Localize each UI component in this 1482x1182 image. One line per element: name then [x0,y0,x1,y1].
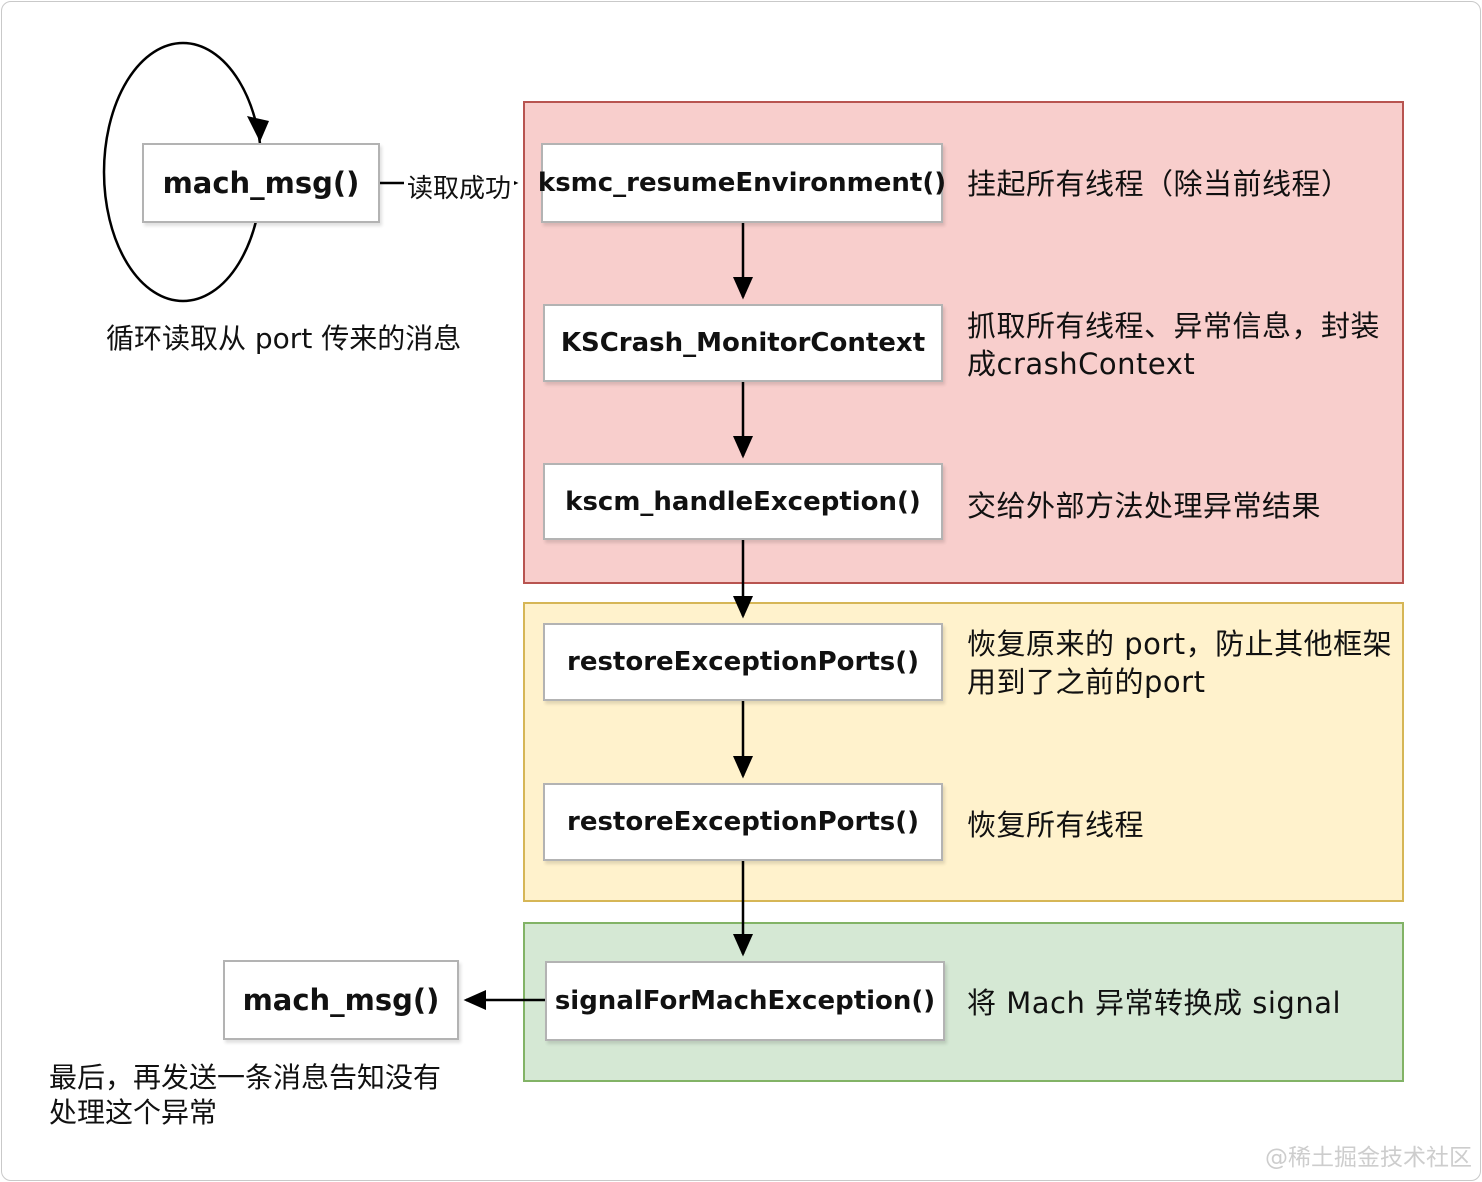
annotation-restore-ports: 恢复原来的 port，防止其他框架用到了之前的port [967,627,1393,699]
annotation-resume-threads: 恢复所有线程 [967,808,1145,842]
node-restore-exception-ports-1: restoreExceptionPorts() [543,623,943,701]
annotation-capture-context: 抓取所有线程、异常信息，封装成crashContext [967,309,1381,381]
annotation-convert-signal: 将 Mach 异常转换成 signal [967,986,1342,1020]
node-kscrash-monitor-context: KSCrash_MonitorContext [543,304,943,382]
node-mach-msg-final: mach_msg() [223,960,459,1040]
node-ksmc-resume-environment: ksmc_resumeEnvironment() [538,143,946,223]
annotation-handle-exception: 交给外部方法处理异常结果 [967,489,1322,523]
watermark: @稀土掘金技术社区 [1265,1145,1472,1171]
annotation-suspend-threads: 挂起所有线程（除当前线程） [967,167,1351,201]
read-success-label: 读取成功 [404,168,515,205]
node-signal-for-mach-exception: signalForMachException() [545,961,945,1041]
final-note: 最后，再发送一条消息告知没有处理这个异常 [49,1061,442,1129]
node-mach-msg-loop: mach_msg() [142,143,380,223]
loop-arrowhead [247,116,269,142]
node-restore-exception-ports-2: restoreExceptionPorts() [543,783,943,861]
node-kscm-handle-exception: kscm_handleException() [543,463,943,540]
loop-caption: 循环读取从 port 传来的消息 [106,322,462,355]
